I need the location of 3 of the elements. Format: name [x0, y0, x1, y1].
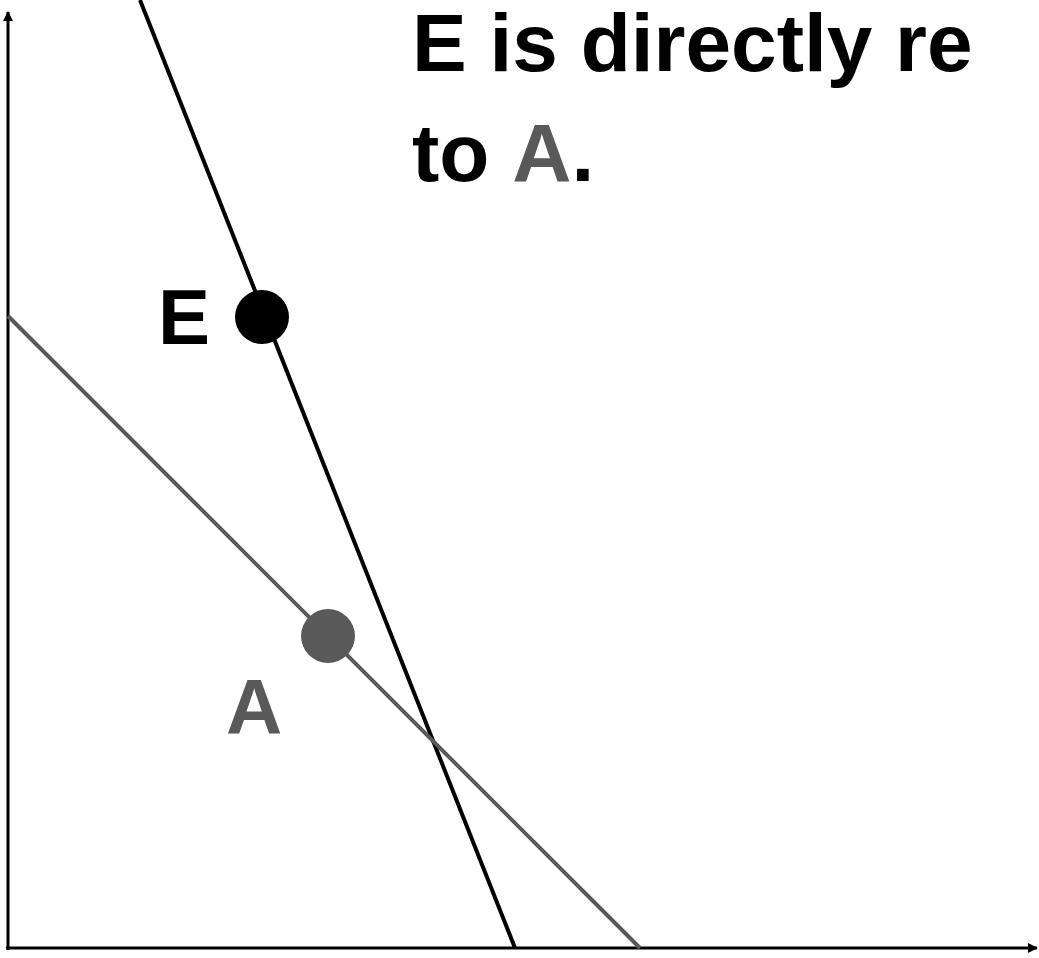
- point-label: A: [226, 668, 283, 746]
- heading-text: to A.: [412, 112, 595, 194]
- point-label: E: [158, 278, 211, 356]
